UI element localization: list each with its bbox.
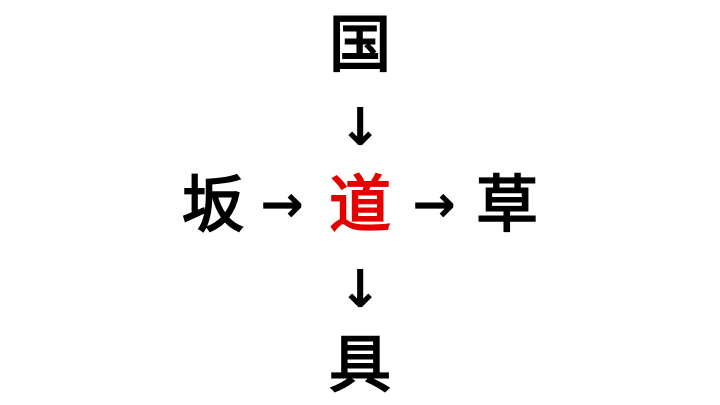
center-kanji: 道	[328, 168, 391, 241]
arrow-down-bottom-icon: ↓	[338, 260, 382, 320]
bottom-kanji: 具	[328, 328, 391, 401]
arrow-right-left-icon: →	[260, 175, 304, 235]
top-kanji: 国	[328, 8, 391, 81]
arrow-down-top-icon: ↓	[338, 98, 382, 158]
right-kanji: 草	[475, 168, 538, 241]
left-kanji: 坂	[181, 168, 244, 241]
arrow-right-right-icon: →	[412, 175, 456, 235]
